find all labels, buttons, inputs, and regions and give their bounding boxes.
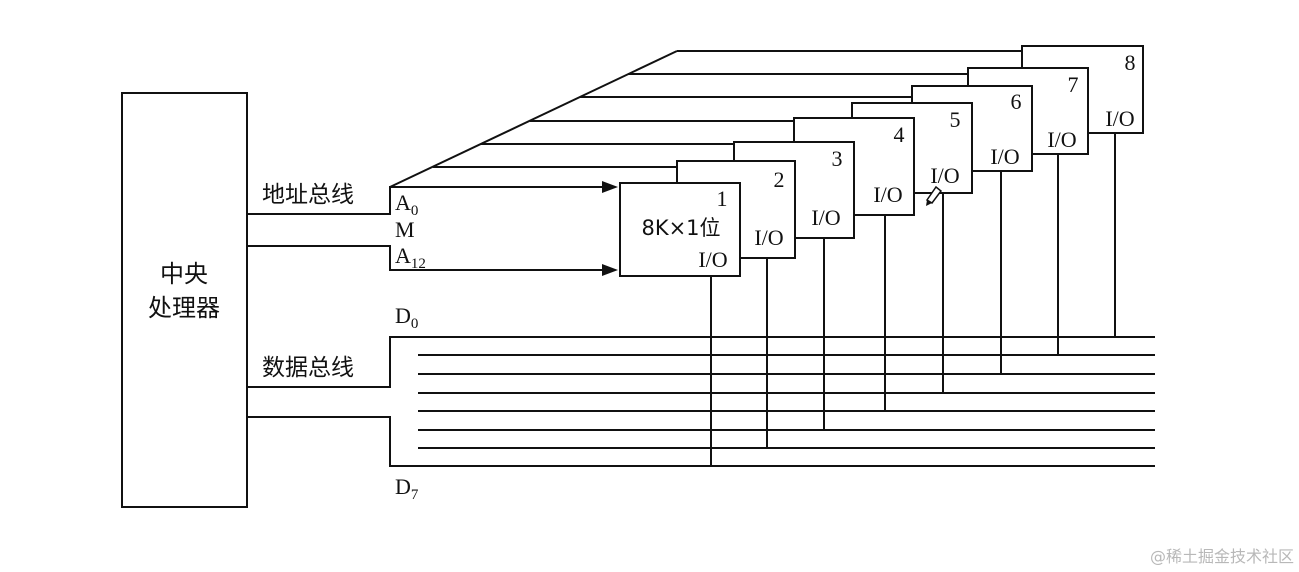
chip-8-number: 8	[1125, 50, 1136, 75]
chip-4-io: I/O	[873, 182, 902, 207]
data-d0: D0	[395, 303, 418, 332]
data-bus	[247, 336, 1155, 467]
chip-4-number: 4	[894, 122, 905, 147]
chip-2-number: 2	[774, 167, 785, 192]
chip-7-io: I/O	[1047, 127, 1076, 152]
cpu-label-line2: 处理器	[148, 294, 220, 322]
chip-6-number: 6	[1011, 89, 1022, 114]
data-bus-label: 数据总线	[262, 355, 354, 381]
pencil-icon	[925, 185, 943, 206]
chip-2-io: I/O	[754, 225, 783, 250]
chip-7-number: 7	[1068, 72, 1079, 97]
data-d7: D7	[395, 474, 419, 503]
address-a0: A0	[395, 190, 418, 219]
chip-5-io: I/O	[930, 163, 959, 188]
chip-1-number: 1	[717, 186, 728, 211]
chip-1-size: 8K×1位	[641, 216, 720, 240]
chip-8-io: I/O	[1105, 106, 1134, 131]
address-m: M	[395, 217, 415, 242]
chip-1: 1 8K×1位 I/O	[619, 182, 741, 277]
chip-1-io: I/O	[698, 247, 727, 272]
address-bus-label: 地址总线	[262, 182, 354, 208]
address-bus	[247, 50, 1022, 276]
address-a12: A12	[395, 243, 426, 272]
cpu-box	[121, 92, 248, 508]
chip-6-io: I/O	[990, 144, 1019, 169]
cpu-label-line1: 中央	[160, 260, 208, 288]
chip-3-io: I/O	[811, 205, 840, 230]
chip-5-number: 5	[950, 107, 961, 132]
chip-3-number: 3	[832, 146, 843, 171]
io-lines	[710, 133, 1116, 466]
watermark: @稀土掘金技术社区	[1150, 547, 1294, 566]
